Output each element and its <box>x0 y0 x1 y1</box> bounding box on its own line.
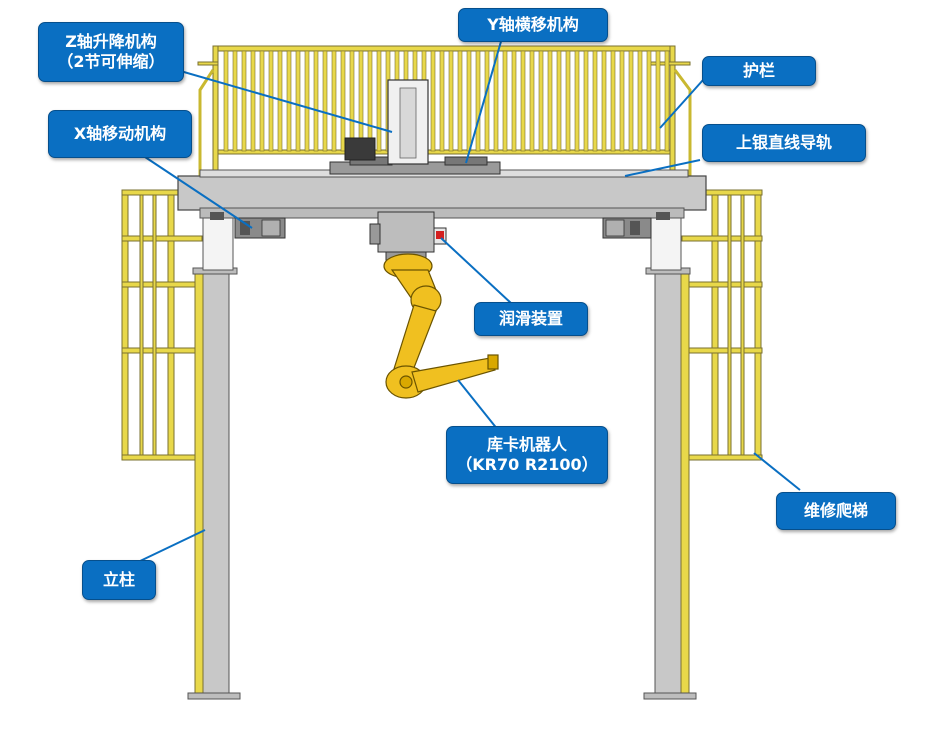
guardrail-bar <box>376 50 382 152</box>
guardrail-bar <box>475 50 481 152</box>
right-ladder <box>681 189 763 461</box>
label-lubrication-text: 润滑装置 <box>498 309 563 328</box>
label-linear-rail: 上银直线导轨 <box>702 124 866 162</box>
guardrail-bar <box>511 50 517 152</box>
guardrail-bar <box>295 50 301 152</box>
guardrail-bar <box>619 50 625 152</box>
guardrail-bar <box>259 50 265 152</box>
guardrail-bar <box>484 50 490 152</box>
label-y-axis-text: Y轴横移机构 <box>487 15 579 34</box>
label-guardrail: 护栏 <box>702 56 816 86</box>
guardrail-bar <box>313 50 319 152</box>
left-column <box>187 217 241 700</box>
guardrail-bar <box>583 50 589 152</box>
label-robot: 库卡机器人 （KR70 R2100） <box>446 426 608 484</box>
guardrail-bars <box>223 50 670 152</box>
guardrail-bar <box>502 50 508 152</box>
label-linear-rail-text: 上银直线导轨 <box>735 133 832 152</box>
left-ladder <box>121 189 203 461</box>
guardrail-bar <box>457 50 463 152</box>
guardrail-bar <box>556 50 562 152</box>
guardrail-bar <box>340 50 346 152</box>
x-axis-motor-left <box>210 212 286 239</box>
guardrail-bar <box>223 50 229 152</box>
guardrail-bar <box>664 50 670 152</box>
guardrail-bar <box>601 50 607 152</box>
guardrail-bar <box>547 50 553 152</box>
guardrail-bar <box>268 50 274 152</box>
label-lubrication: 润滑装置 <box>474 302 588 336</box>
leader-lines <box>137 37 801 563</box>
label-robot-line2: （KR70 R2100） <box>456 455 598 474</box>
label-guardrail-text: 护栏 <box>742 61 775 80</box>
guardrail-bar <box>565 50 571 152</box>
right-column <box>643 217 697 700</box>
label-x-axis: X轴移动机构 <box>48 110 192 158</box>
robot-arm <box>383 253 499 399</box>
guardrail-bar <box>466 50 472 152</box>
guardrail-bar <box>349 50 355 152</box>
guardrail-bar <box>331 50 337 152</box>
label-ladder-text: 维修爬梯 <box>803 501 868 520</box>
guardrail-bar <box>358 50 364 152</box>
guardrail-bar <box>232 50 238 152</box>
guardrail-bar <box>538 50 544 152</box>
guardrail-bar <box>574 50 580 152</box>
guardrail-bar <box>448 50 454 152</box>
label-z-axis-line2: （2节可伸缩） <box>57 52 165 71</box>
label-z-axis: Z轴升降机构 （2节可伸缩） <box>38 22 184 82</box>
x-axis-motor-right <box>602 212 670 239</box>
label-ladder: 维修爬梯 <box>776 492 896 530</box>
label-y-axis: Y轴横移机构 <box>458 8 608 42</box>
guardrail-bar <box>367 50 373 152</box>
guardrail-bar <box>646 50 652 152</box>
guardrail-bar <box>493 50 499 152</box>
label-z-axis-line1: Z轴升降机构 <box>65 32 157 51</box>
guardrail-bar <box>322 50 328 152</box>
label-robot-line1: 库卡机器人 <box>486 435 567 454</box>
guardrail-bar <box>250 50 256 152</box>
label-x-axis-text: X轴移动机构 <box>73 124 167 143</box>
main-beam <box>177 169 707 219</box>
guardrail-bar <box>655 50 661 152</box>
guardrail-bar <box>241 50 247 152</box>
guardrail-bar <box>637 50 643 152</box>
guardrail-bar <box>529 50 535 152</box>
guardrail-bar <box>304 50 310 152</box>
label-column-text: 立柱 <box>102 570 135 589</box>
guardrail-bar <box>520 50 526 152</box>
guardrail-bar <box>592 50 598 152</box>
label-column: 立柱 <box>82 560 156 600</box>
guardrail-bar <box>439 50 445 152</box>
guardrail-bar <box>610 50 616 152</box>
guardrail-bar <box>430 50 436 152</box>
guardrail-bar <box>628 50 634 152</box>
